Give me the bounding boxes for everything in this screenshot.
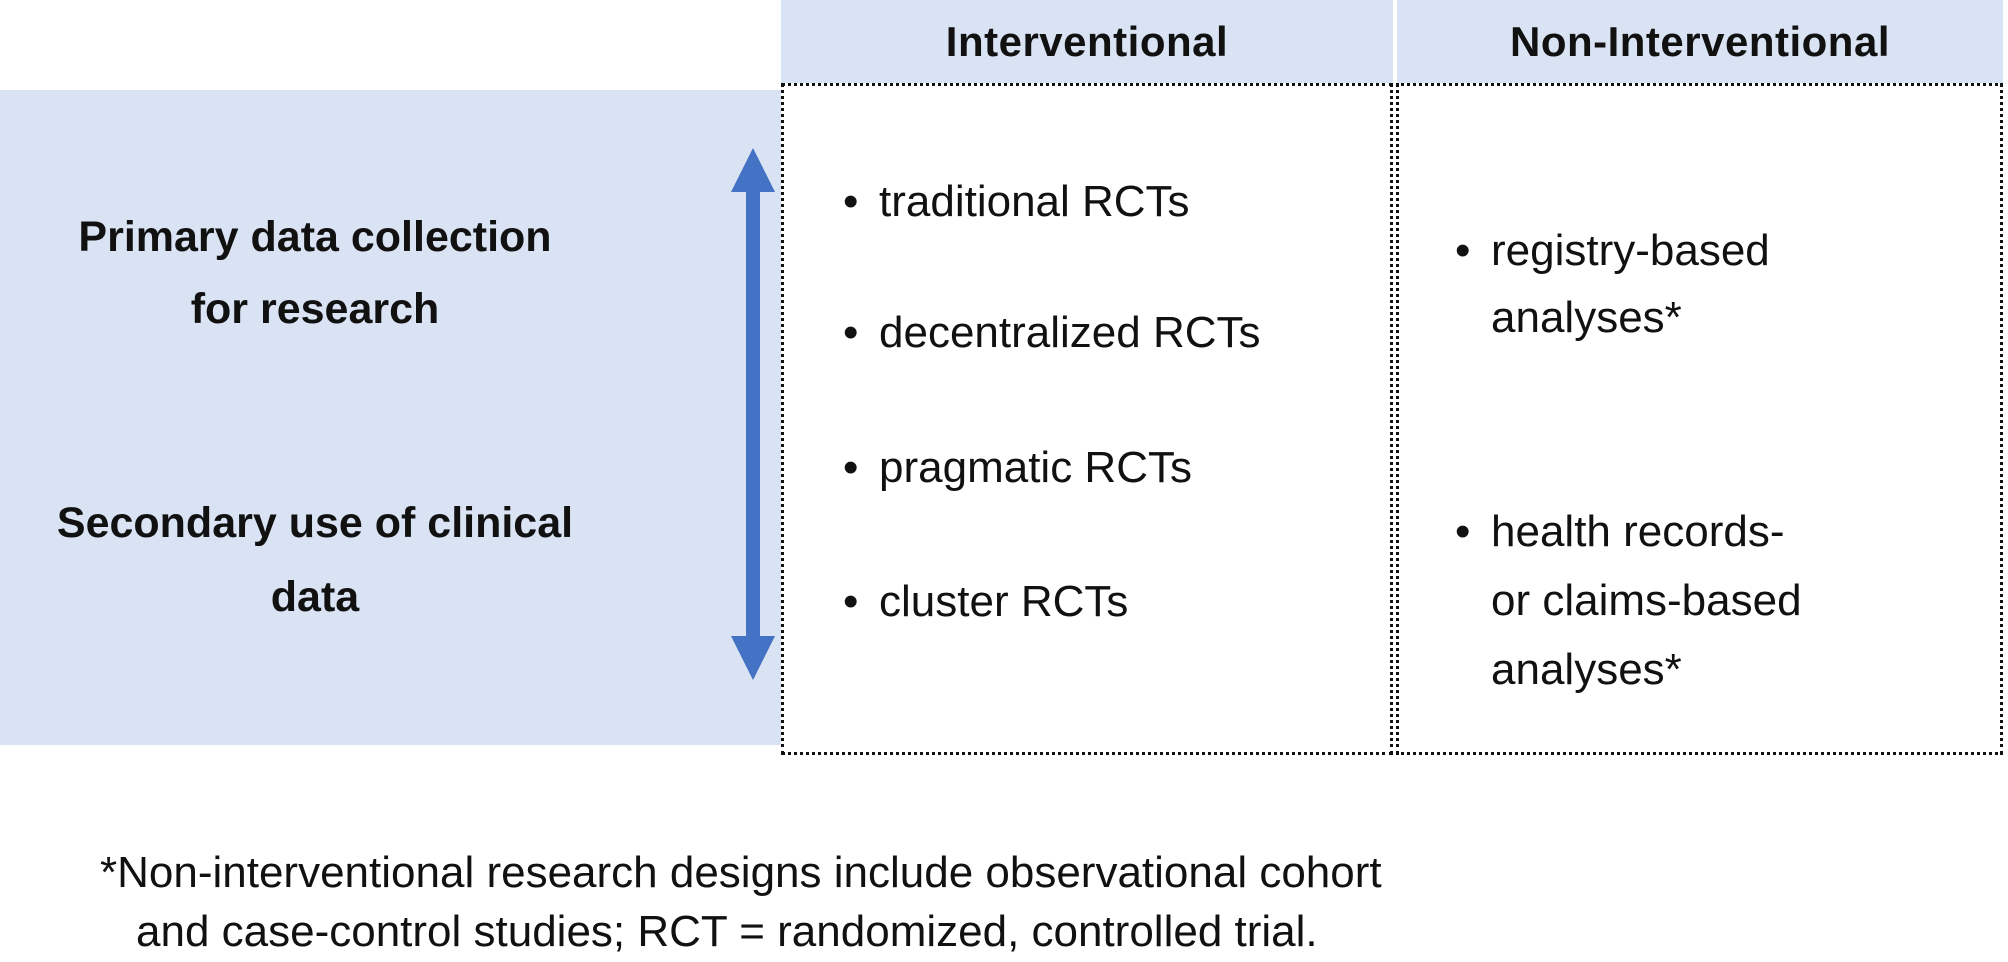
list-item-text: traditional RCTs [879,177,1190,226]
footnote: *Non-interventional research designs inc… [100,843,1382,961]
bullet-icon: • [843,577,859,626]
arrow-up-head-icon [731,148,775,192]
primary-data-collection-label: Primary data collection for research [78,213,552,333]
footnote-line-2: and case-control studies; RCT = randomiz… [136,907,1318,956]
bullet-icon: • [843,443,859,492]
list-item-cluster-rcts: • cluster RCTs [843,574,1128,630]
bullet-icon: • [843,308,859,357]
list-item-text: health records- or claims-based analyses… [1491,507,1802,694]
column-header-interventional: Interventional [781,0,1393,83]
list-item-text: cluster RCTs [879,577,1129,626]
list-item-text: pragmatic RCTs [879,443,1192,492]
list-item-pragmatic-rcts: • pragmatic RCTs [843,440,1192,496]
arrow-shaft [746,190,760,636]
list-item-traditional-rcts: • traditional RCTs [843,174,1190,230]
bullet-icon: • [843,177,859,226]
secondary-use-label: Secondary use of clinical data [56,499,574,621]
column-header-non-interventional-label: Non-Interventional [1509,17,1890,65]
list-item-text: decentralized RCTs [879,308,1261,357]
list-item-text: registry-based analyses* [1491,226,1770,342]
bullet-icon: • [1455,226,1471,275]
list-item-registry-based-analyses: • registry-based analyses* [1455,217,1770,351]
arrow-down-head-icon [731,636,775,680]
bullet-icon: • [1455,507,1471,556]
non-interventional-box: • registry-based analyses* • health reco… [1396,83,2003,755]
list-item-decentralized-rcts: • decentralized RCTs [843,305,1261,361]
column-header-interventional-label: Interventional [945,17,1229,65]
column-header-non-interventional: Non-Interventional [1397,0,2003,83]
data-source-panel: Primary data collection for research Sec… [0,90,781,745]
interventional-box: • traditional RCTs • decentralized RCTs … [781,83,1393,755]
list-item-health-records-claims-analyses: • health records- or claims-based analys… [1455,497,1802,704]
footnote-line-1: *Non-interventional research designs inc… [100,848,1382,897]
